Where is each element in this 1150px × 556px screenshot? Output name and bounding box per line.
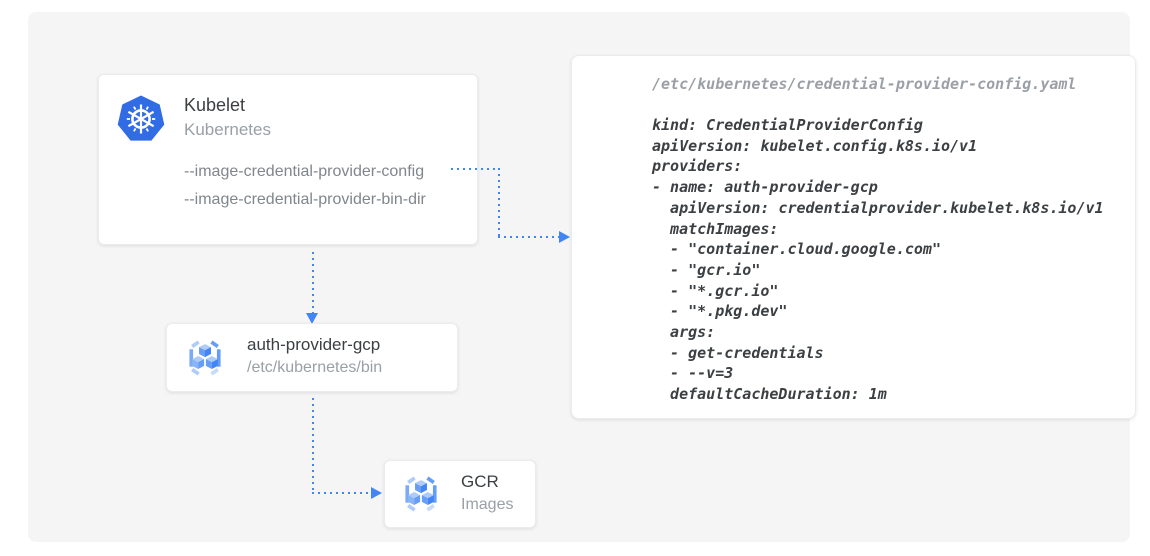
kubelet-subtitle: Kubernetes xyxy=(184,120,271,139)
config-filename: /etc/kubernetes/credential-provider-conf… xyxy=(652,75,1077,93)
gcr-icon xyxy=(189,340,221,376)
credential-provider-config-panel: /etc/kubernetes/credential-provider-conf… xyxy=(571,55,1136,419)
auth-provider-title: auth-provider-gcp xyxy=(247,335,381,354)
node-kubelet: Kubelet Kubernetes --image-credential-pr… xyxy=(98,74,478,245)
connector-flag-to-config-seg2 xyxy=(498,168,500,238)
connector-kubelet-to-auth xyxy=(312,252,314,313)
config-yaml-code: kind: CredentialProviderConfig apiVersio… xyxy=(652,116,1104,404)
arrow-right-icon xyxy=(371,487,382,499)
kubelet-title: Kubelet xyxy=(184,95,246,115)
gcr-icon xyxy=(405,476,437,512)
node-auth-provider-gcp: auth-provider-gcp /etc/kubernetes/bin xyxy=(166,323,458,392)
connector-auth-to-gcr-seg1 xyxy=(312,398,314,493)
node-gcr: GCR Images xyxy=(384,460,536,528)
connector-auth-to-gcr-seg2 xyxy=(312,492,371,494)
gcr-title: GCR xyxy=(461,472,499,491)
gcr-subtitle: Images xyxy=(461,496,514,513)
arrow-down-icon xyxy=(306,313,318,324)
kubelet-flags: --image-credential-provider-config --ima… xyxy=(184,163,426,208)
kubernetes-icon xyxy=(117,95,165,141)
connector-flag-to-config-seg3 xyxy=(498,236,559,238)
diagram-canvas: Kubelet Kubernetes --image-credential-pr… xyxy=(28,12,1136,542)
connector-flag-to-config-seg1 xyxy=(451,168,499,170)
arrow-right-icon xyxy=(559,231,570,243)
auth-provider-subtitle: /etc/kubernetes/bin xyxy=(247,359,383,376)
